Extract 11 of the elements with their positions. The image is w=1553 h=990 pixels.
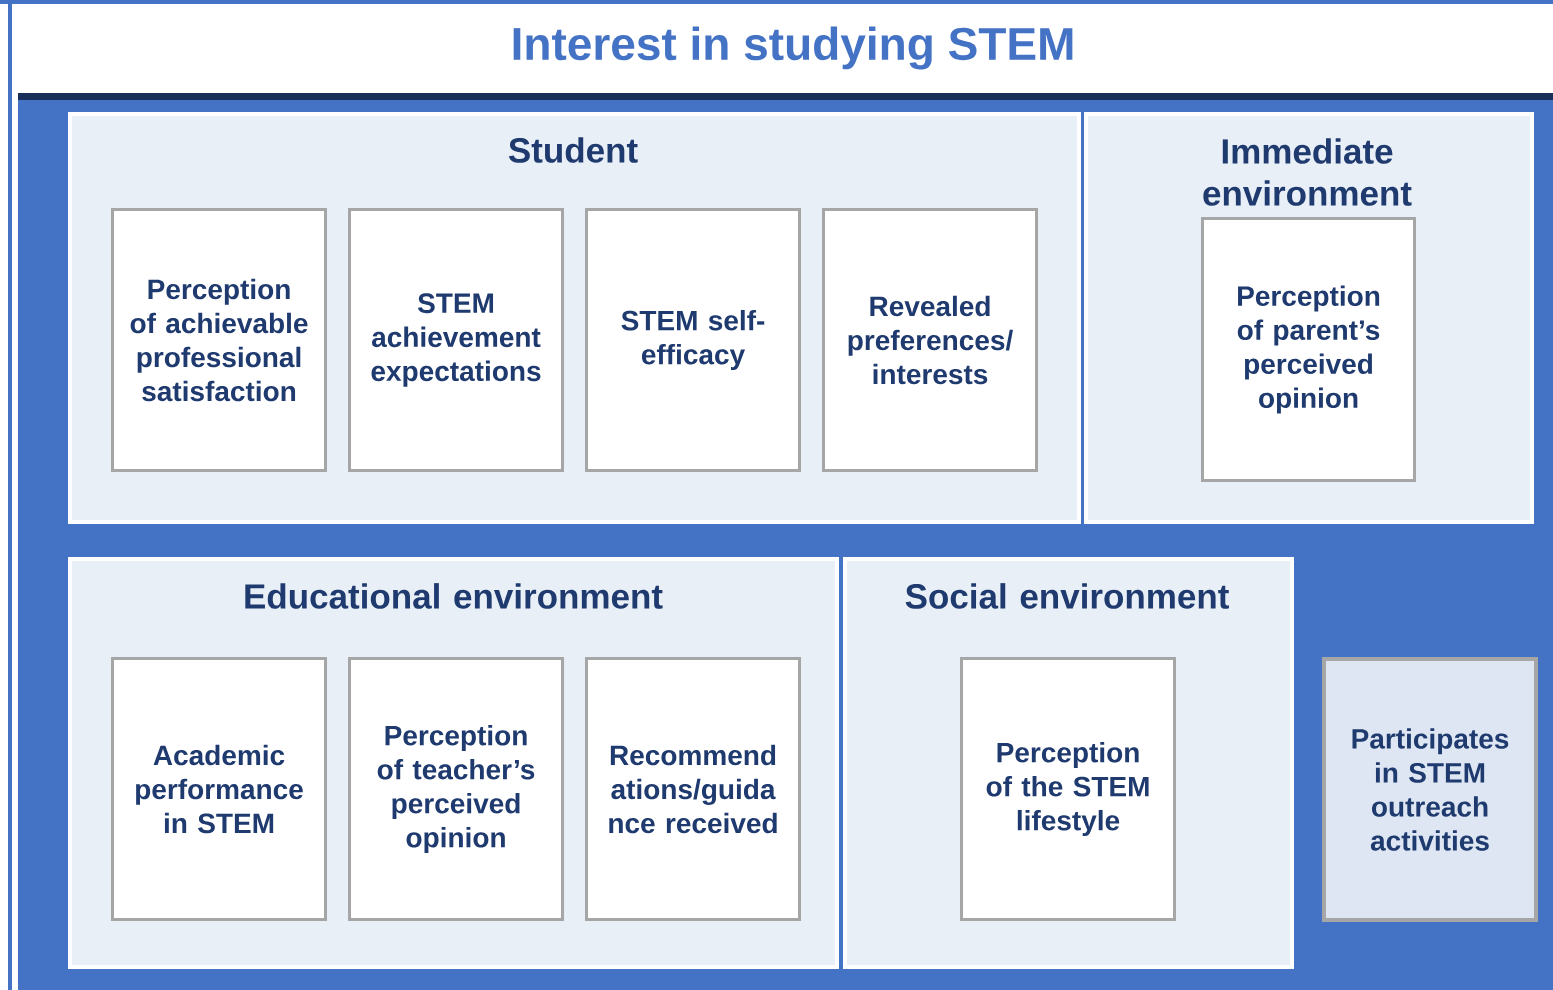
title: Interest in studying STEM [513, 26, 1073, 70]
text-box: STEM self- efficacy [585, 208, 801, 472]
text-box: Recommend ations/guida nce received [585, 657, 801, 921]
text-box: Academic performance in STEM [111, 657, 327, 921]
text-box: Perception of parent’s perceived opinion [1201, 217, 1416, 482]
text-box: Perception of achievable professional satisfaction [111, 208, 327, 472]
text-box: Perception of teacher’s perceived opinion [348, 657, 564, 921]
text-box: STEM achievement expectations [348, 208, 564, 472]
text-box: Revealed preferences/ interests [822, 208, 1038, 472]
text-box: Perception of the STEM lifestyle [960, 657, 1176, 921]
text-box: Participates in STEM outreach activities [1322, 657, 1538, 922]
